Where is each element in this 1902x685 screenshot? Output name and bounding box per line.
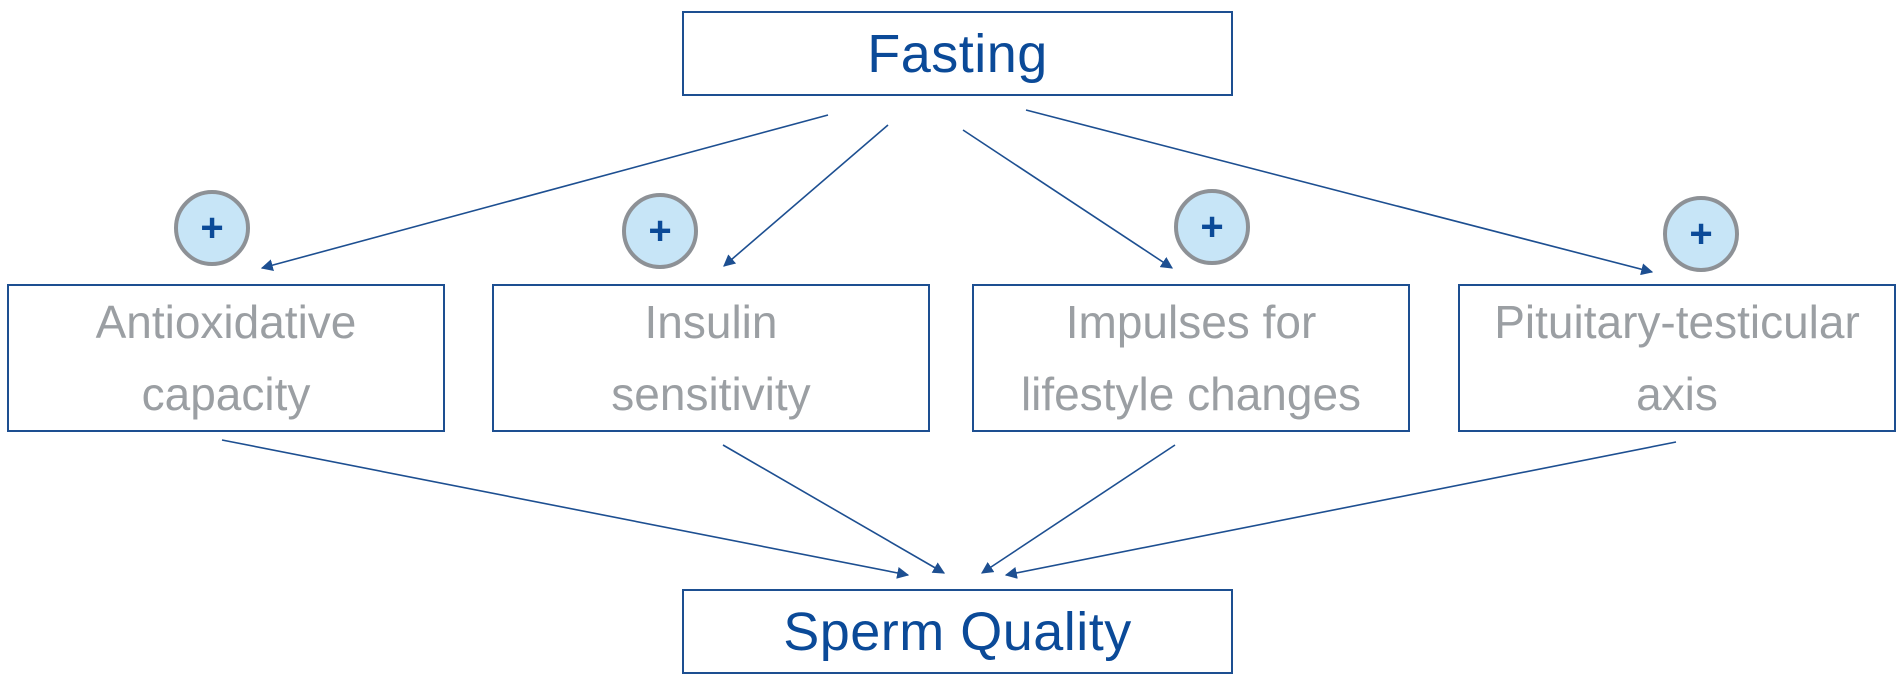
arrow-fasting-to-insulin [723,124,889,267]
arrow-insulin-to-sperm [722,444,946,574]
factor-antioxidative: Antioxidative capacity [7,284,445,432]
factor-pituitary: Pituitary-testicular axis [1458,284,1896,432]
plus-icon-antioxidative: + [174,190,250,266]
sperm-quality-label: Sperm Quality [783,601,1132,662]
factor-label: Impulses for lifestyle changes [1020,296,1362,420]
arrow-fasting-to-impulses [962,129,1174,269]
fasting-label: Fasting [867,23,1048,84]
factor-impulses: Impulses for lifestyle changes [972,284,1410,432]
plus-icon-pituitary: + [1663,196,1739,272]
plus-symbol: + [648,209,672,253]
sperm-quality-node: Sperm Quality [682,589,1233,674]
plus-symbol: + [1200,205,1224,249]
factor-label: Pituitary-testicular axis [1494,296,1860,420]
plus-icon-insulin: + [622,193,698,269]
factor-insulin: Insulin sensitivity [492,284,930,432]
factor-label: Antioxidative capacity [95,296,357,420]
arrow-fasting-to-pituitary [1025,109,1654,276]
arrow-pituitary-to-sperm [1004,441,1677,579]
arrow-antioxidative-to-sperm [221,439,910,579]
plus-icon-impulses: + [1174,189,1250,265]
arrow-impulses-to-sperm [980,444,1176,574]
plus-symbol: + [1689,212,1713,256]
arrow-fasting-to-antioxidative [260,114,829,271]
plus-symbol: + [200,206,224,250]
factor-label: Insulin sensitivity [611,296,811,420]
fasting-node: Fasting [682,11,1233,96]
